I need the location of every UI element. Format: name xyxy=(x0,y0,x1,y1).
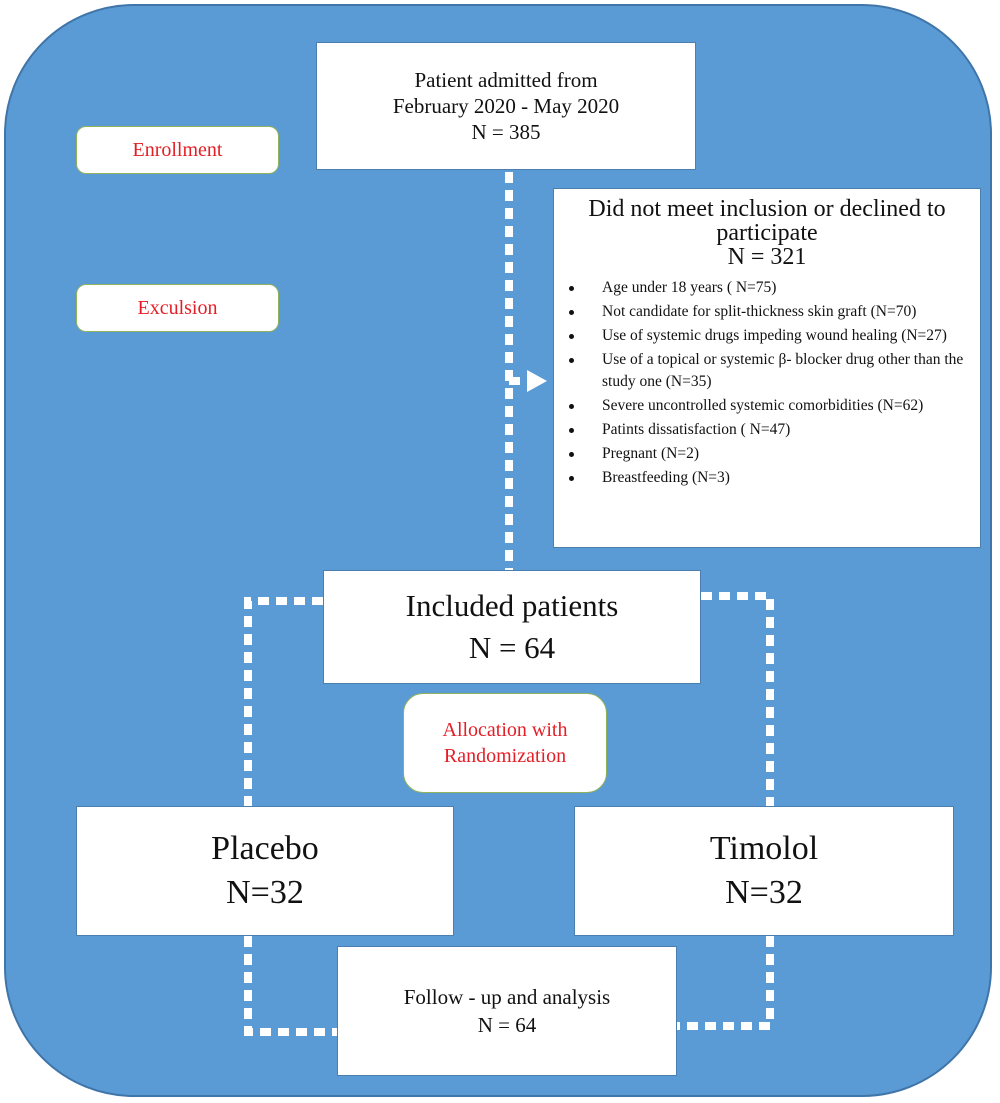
list-item: Severe uncontrolled systemic comorbiditi… xyxy=(569,395,980,417)
enrollment-label-text: Enrollment xyxy=(132,139,223,161)
excluded-box: Did not meet inclusion or declined to pa… xyxy=(553,188,981,548)
exclusion-label: Exculsion xyxy=(76,284,279,332)
followup-title: Follow - up and analysis xyxy=(403,984,611,1009)
placebo-count: N=32 xyxy=(226,874,304,911)
connector-included-to-timolol xyxy=(701,592,774,806)
included-count: N = 64 xyxy=(468,630,556,665)
excluded-count: N = 321 xyxy=(727,244,807,270)
followup-count: N = 64 xyxy=(477,1013,537,1037)
admitted-line-2: February 2020 - May 2020 xyxy=(392,93,620,118)
list-item: Use of systemic drugs impeding wound hea… xyxy=(569,325,980,347)
connector-included-to-placebo xyxy=(244,597,323,806)
connector-timolol-to-followup xyxy=(677,936,774,1030)
included-title: Included patients xyxy=(405,588,619,624)
list-item: Not candidate for split-thickness skin g… xyxy=(569,301,980,323)
admitted-count: N = 385 xyxy=(471,120,541,145)
allocation-label-line-1: Allocation with xyxy=(442,719,568,741)
included-box: Included patients N = 64 xyxy=(323,570,701,684)
list-item: Patints dissatisfaction ( N=47) xyxy=(569,419,980,441)
list-item: Use of a topical or systemic β- blocker … xyxy=(569,349,980,393)
excluded-title-line-2: participate xyxy=(716,220,818,246)
timolol-count: N=32 xyxy=(725,874,803,911)
list-item: Age under 18 years ( N=75) xyxy=(569,277,980,299)
excluded-title-line-1: Did not meet inclusion or declined to xyxy=(588,196,946,222)
connector-placebo-to-followup xyxy=(244,936,337,1036)
timolol-title: Timolol xyxy=(709,829,819,867)
admitted-line-1: Patient admitted from xyxy=(414,67,598,92)
timolol-box: Timolol N=32 xyxy=(574,806,954,936)
placebo-box: Placebo N=32 xyxy=(76,806,454,936)
arrow-head-to-excluded xyxy=(527,370,547,392)
placebo-title: Placebo xyxy=(211,829,319,867)
followup-box: Follow - up and analysis N = 64 xyxy=(337,946,677,1076)
allocation-label: Allocation with Randomization xyxy=(403,693,607,793)
exclusion-reasons-list: Age under 18 years ( N=75) Not candidate… xyxy=(554,277,980,491)
list-item: Pregnant (N=2) xyxy=(569,443,980,465)
exclusion-label-text: Exculsion xyxy=(137,297,218,319)
admitted-box: Patient admitted from February 2020 - Ma… xyxy=(316,42,696,170)
list-item: Breastfeeding (N=3) xyxy=(569,467,980,489)
allocation-label-line-2: Randomization xyxy=(443,745,567,767)
enrollment-label: Enrollment xyxy=(76,126,279,174)
